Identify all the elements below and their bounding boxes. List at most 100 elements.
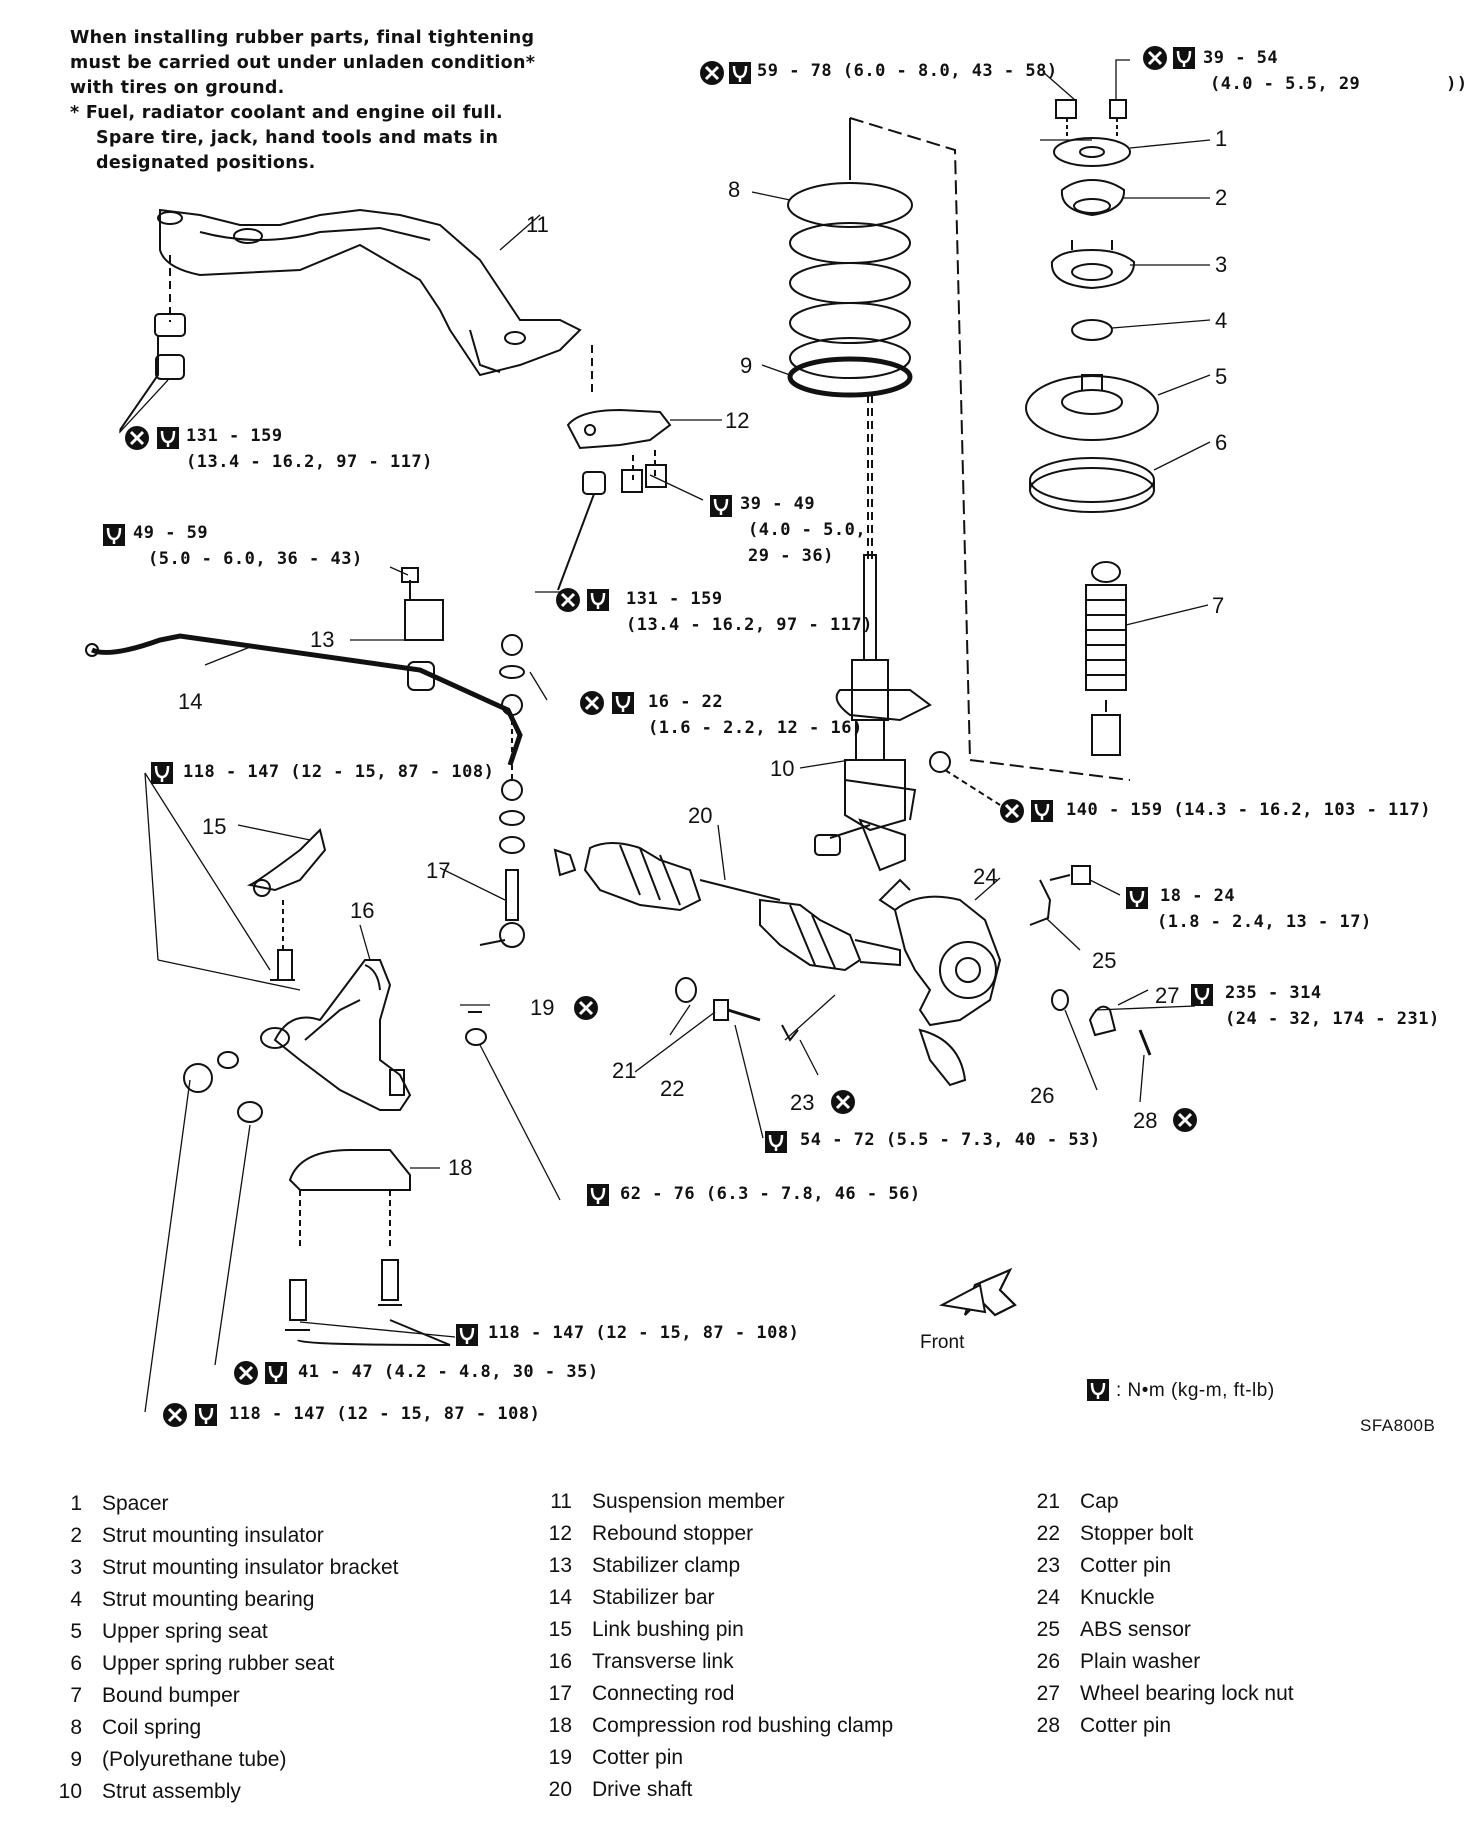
- legend-label: ABS sensor: [1080, 1618, 1191, 1641]
- torque-label: 39 - 54: [1203, 48, 1279, 68]
- torque-label: (1.8 - 2.4, 13 - 17): [1157, 912, 1372, 932]
- note-line: * Fuel, radiator coolant and engine oil …: [70, 103, 503, 123]
- note-line: with tires on ground.: [70, 78, 285, 98]
- callout-21: 21: [612, 1058, 637, 1083]
- torque-label: 131 - 159: [626, 589, 723, 609]
- legend-number: 17: [548, 1682, 572, 1705]
- legend-item: 5 Upper spring seat: [40, 1620, 268, 1644]
- legend-label: Connecting rod: [592, 1682, 735, 1705]
- torque-label: (4.0 - 5.5, 29 )): [1210, 74, 1468, 94]
- legend-number: 4: [70, 1588, 82, 1611]
- legend-number: 2: [70, 1524, 82, 1547]
- legend-number: 27: [1036, 1682, 1060, 1705]
- legend-label: Link bushing pin: [592, 1618, 744, 1641]
- callout-11: 11: [526, 212, 549, 237]
- callout-9: 9: [740, 353, 753, 378]
- bound-bumper-drawing: [1085, 561, 1127, 756]
- legend-label: Suspension member: [592, 1490, 785, 1513]
- suspension-member-drawing: [157, 208, 582, 377]
- legend-number: 13: [548, 1554, 572, 1577]
- torque-label: 16 - 22: [648, 692, 724, 712]
- torque-label: 54 - 72 (5.5 - 7.3, 40 - 53): [800, 1130, 1101, 1150]
- legend-item: 9(Polyurethane tube): [40, 1748, 286, 1772]
- legend-label: Transverse link: [592, 1650, 734, 1673]
- legend-label: Spacer: [102, 1492, 169, 1515]
- torque-label: (13.4 - 16.2, 97 - 117): [186, 452, 433, 472]
- torque-label: 41 - 47 (4.2 - 4.8, 30 - 35): [298, 1362, 599, 1382]
- legend-item: 15 Link bushing pin: [530, 1618, 744, 1642]
- callout-19: 19: [530, 995, 555, 1020]
- callout-22: 22: [660, 1076, 685, 1101]
- legend-label: Strut mounting bearing: [102, 1588, 315, 1611]
- legend-number: 18: [548, 1714, 572, 1737]
- legend-label: Rebound stopper: [592, 1522, 754, 1545]
- legend-number: 20: [548, 1778, 572, 1801]
- connecting-rod-drawing: [479, 634, 525, 948]
- legend-label: Stabilizer bar: [592, 1586, 715, 1609]
- callout-26: 26: [1030, 1083, 1055, 1108]
- torque-label: (24 - 32, 174 - 231): [1225, 1009, 1440, 1029]
- callout-5: 5: [1215, 364, 1228, 389]
- torque-label: (13.4 - 16.2, 97 - 117): [626, 615, 873, 635]
- legend-number: 10: [58, 1780, 82, 1803]
- note-line: designated positions.: [96, 153, 316, 173]
- figure-code: SFA800B: [1360, 1416, 1436, 1435]
- legend-number: 11: [550, 1490, 572, 1513]
- legend-number: 24: [1036, 1586, 1060, 1609]
- unit-legend: : N•m (kg-m, ft-lb): [1116, 1380, 1275, 1401]
- torque-label: 49 - 59: [133, 523, 209, 543]
- knuckle-hub-drawing: [878, 878, 1002, 1087]
- legend-label: Coil spring: [102, 1716, 202, 1739]
- callout-16: 16: [350, 898, 375, 923]
- legend-number: 1: [70, 1492, 82, 1515]
- legend-number: 8: [70, 1716, 82, 1739]
- callout-7: 7: [1212, 593, 1225, 618]
- legend-label: Cap: [1080, 1490, 1119, 1513]
- callout-15: 15: [202, 814, 227, 839]
- legend-number: 5: [70, 1620, 82, 1643]
- legend-label: Strut mounting insulator: [102, 1524, 324, 1547]
- note-line: must be carried out under unladen condit…: [70, 53, 536, 73]
- legend-item: 25 ABS sensor: [1018, 1618, 1191, 1642]
- legend-label: Cotter pin: [1080, 1554, 1172, 1577]
- legend-label: Strut mounting insulator bracket: [102, 1556, 399, 1579]
- legend-number: 15: [548, 1618, 572, 1641]
- legend-number: 25: [1036, 1618, 1060, 1641]
- note-line: When installing rubber parts, final tigh…: [70, 28, 535, 48]
- torque-label: (1.6 - 2.2, 12 - 16): [648, 718, 863, 738]
- legend-item: 21 Cap: [1018, 1490, 1119, 1514]
- note-line: Spare tire, jack, hand tools and mats in: [96, 128, 499, 148]
- callout-24: 24: [973, 864, 998, 889]
- legend-label: (Polyurethane tube): [102, 1748, 287, 1771]
- drive-shaft-drawing: [553, 842, 901, 972]
- torque-label: 18 - 24: [1160, 886, 1236, 906]
- legend-item: 1 Spacer: [40, 1492, 169, 1516]
- legend-label: Cotter pin: [1080, 1714, 1172, 1737]
- callout-3: 3: [1215, 252, 1228, 277]
- torque-label: 39 - 49: [740, 494, 816, 514]
- callout-17: 17: [426, 858, 451, 883]
- torque-label: 59 - 78 (6.0 - 8.0, 43 - 58): [757, 61, 1058, 81]
- callout-28: 28: [1133, 1108, 1158, 1133]
- legend-number: 7: [70, 1684, 82, 1707]
- legend-item: 4 Strut mounting bearing: [40, 1588, 314, 1612]
- torque-label: (4.0 - 5.0,: [748, 520, 867, 540]
- callout-20: 20: [688, 803, 713, 828]
- legend-number: 21: [1036, 1490, 1060, 1513]
- torque-label: 140 - 159 (14.3 - 16.2, 103 - 117): [1066, 800, 1431, 820]
- legend-label: Upper spring seat: [102, 1620, 268, 1643]
- torque-label: 131 - 159: [186, 426, 283, 446]
- torque-label: 118 - 147 (12 - 15, 87 - 108): [183, 762, 495, 782]
- legend-number: 12: [548, 1522, 572, 1545]
- callout-4: 4: [1215, 308, 1228, 333]
- callout-10: 10: [770, 756, 795, 781]
